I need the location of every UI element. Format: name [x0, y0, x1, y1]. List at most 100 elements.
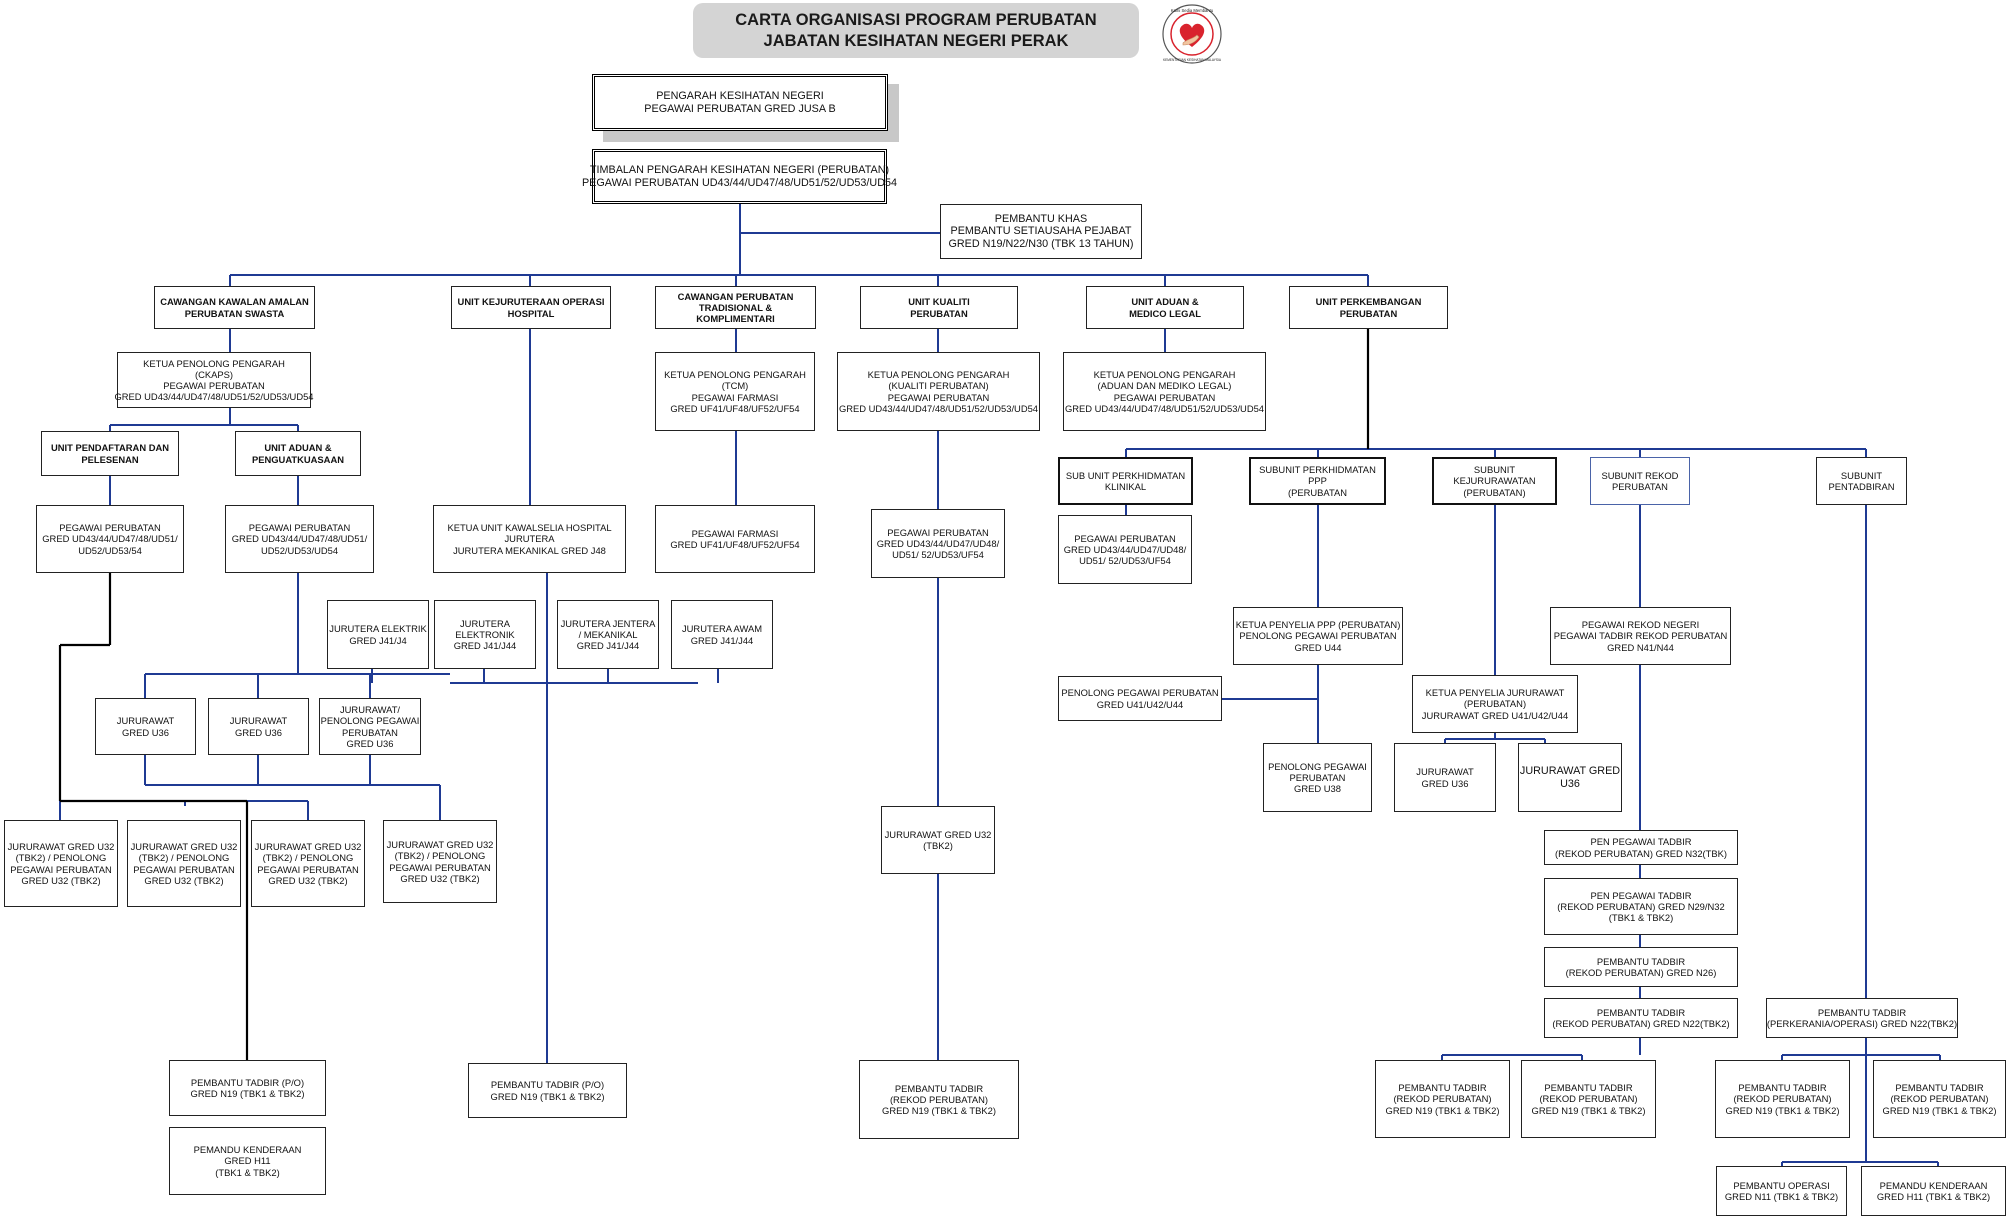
node-jr-u32-b-line1: JURURAWAT GRED U32 — [130, 841, 238, 853]
node-u-kejuruteraan-line2: HOSPITAL — [507, 307, 555, 319]
node-jr-u32-kualiti: JURURAWAT GRED U32 (TBK2) — [881, 806, 995, 874]
node-pegawai-rekod-line3: GRED N41/N44 — [1607, 641, 1674, 653]
node-pp-pendaftaran-line1: PEGAWAI PERUBATAN — [59, 522, 161, 534]
node-j-elektrik-line2: GRED J41/J4 — [349, 634, 407, 646]
node-pt-rekod-1-line2: (REKOD PERUBATAN) — [1393, 1093, 1492, 1105]
node-ketua-jururawat-line2: (PERUBATAN) — [1463, 698, 1527, 710]
node-j-elektronik-line3: GRED J41/J44 — [453, 640, 517, 652]
node-pemandu-pentadbiran: PEMANDU KENDERAAN GRED H11 (TBK1 & TBK2) — [1861, 1166, 2006, 1216]
node-pen-pt-n29-line1: PEN PEGAWAI TADBIR — [1590, 889, 1692, 901]
node-pt-rekod-kualiti: PEMBANTU TADBIR (REKOD PERUBATAN) GRED N… — [859, 1060, 1019, 1139]
node-pp-kualiti-line2: GRED UD43/44/UD47/UD48/ — [876, 537, 1000, 549]
node-pt-n22-operasi-line2: (PERKERANIA/OPERASI) GRED N22(TBK2) — [1766, 1018, 1958, 1029]
node-cw-tradisional-line2: TRADISIONAL & — [698, 301, 773, 313]
node-u-pendaftaran-line2: PELESENAN — [81, 453, 139, 465]
node-pembantu-khas-line2: PEMBANTU SETIAUSAHA PEJABAT — [950, 225, 1132, 238]
node-kpp-aduan: KETUA PENOLONG PENGARAH (ADUAN DAN MEDIK… — [1063, 352, 1266, 431]
node-jr-u32-a-line2: (TBK2) / PENOLONG — [15, 852, 107, 864]
node-ketua-kawalselia: KETUA UNIT KAWALSELIA HOSPITAL JURUTERA … — [433, 505, 626, 573]
node-sub-pentadbiran-line2: PENTADBIRAN — [1828, 481, 1895, 492]
node-pt-rekod-4-line3: GRED N19 (TBK1 & TBK2) — [1882, 1104, 1997, 1116]
node-sub-kejururawatan-line2: KEJURURAWATAN — [1453, 475, 1536, 487]
node-u-kejuruteraan: UNIT KEJURUTERAAN OPERASI HOSPITAL — [451, 286, 611, 329]
node-ketua-jururawat-line3: JURURAWAT GRED U41/U42/U44 — [1421, 709, 1569, 721]
node-pen-pt-n32: PEN PEGAWAI TADBIR (REKOD PERUBATAN) GRE… — [1544, 830, 1738, 865]
node-kpp-kualiti-line3: PEGAWAI PERUBATAN — [887, 391, 990, 403]
node-jr-u36-b-line1: JURURAWAT — [229, 715, 288, 727]
node-kpp-kualiti-line2: (KUALITI PERUBATAN) — [888, 380, 989, 392]
node-pen-pt-n32-line2: (REKOD PERUBATAN) GRED N32(TBK) — [1554, 847, 1728, 859]
node-sub-rekod: SUBUNIT REKOD PERUBATAN — [1590, 457, 1690, 505]
node-u-perkembangan-line2: PERUBATAN — [1339, 307, 1398, 319]
node-jr-u36-c-line2: GRED U36 — [1421, 777, 1469, 789]
node-ppp-u38: PENOLONG PEGAWAI PERUBATAN GRED U38 — [1263, 743, 1372, 812]
node-kpp-kualiti-line1: KETUA PENOLONG PENGARAH — [867, 369, 1010, 381]
node-ketua-jururawat-line1: KETUA PENYELIA JURURAWAT — [1425, 687, 1565, 699]
chart-title: CARTA ORGANISASI PROGRAM PERUBATAN JABAT… — [693, 3, 1139, 58]
node-ketua-jururawat: KETUA PENYELIA JURURAWAT (PERUBATAN) JUR… — [1412, 675, 1578, 733]
node-u-kualiti-line1: UNIT KUALITI — [908, 296, 970, 308]
node-jr-u32-b-line4: GRED U32 (TBK2) — [144, 874, 224, 886]
node-jr-u32-c-line4: GRED U32 (TBK2) — [268, 874, 348, 886]
node-pt-rekod-4-line2: (REKOD PERUBATAN) — [1890, 1093, 1989, 1105]
node-u-kualiti: UNIT KUALITI PERUBATAN — [860, 286, 1018, 329]
node-jr-u32-b-line2: (TBK2) / PENOLONG — [138, 852, 230, 864]
node-pen-pt-n29-line3: (TBK1 & TBK2) — [1608, 912, 1674, 924]
node-jr-u36-d-line2: U36 — [1560, 777, 1580, 790]
svg-text:KEMENTERIAN KESIHATAN MALAYSIA: KEMENTERIAN KESIHATAN MALAYSIA — [1163, 58, 1222, 62]
node-pt-n26-line2: (REKOD PERUBATAN) GRED N26) — [1565, 967, 1717, 978]
node-pemandu-pentadbiran-line1: PEMANDU KENDERAAN — [1879, 1179, 1988, 1191]
node-pembantu-operasi: PEMBANTU OPERASI GRED N11 (TBK1 & TBK2) — [1716, 1166, 1847, 1216]
node-tcm: KETUA PENOLONG PENGARAH (TCM) PEGAWAI FA… — [655, 352, 815, 431]
node-tcm-line2: (TCM) — [721, 380, 749, 392]
node-u-aduan-medico-line1: UNIT ADUAN & — [1131, 296, 1199, 308]
node-sub-klinikal-line2: KLINIKAL — [1104, 481, 1147, 492]
node-jr-u36-d-line1: JURURAWAT GRED — [1519, 765, 1621, 777]
node-j-jentera-line2: / MEKANIKAL — [578, 628, 638, 640]
node-pengarah: PENGARAH KESIHATAN NEGERI PEGAWAI PERUBA… — [592, 74, 888, 131]
node-ckaps: KETUA PENOLONG PENGARAH (CKAPS) PEGAWAI … — [114, 352, 314, 408]
node-pembantu-khas-line1: PEMBANTU KHAS — [994, 212, 1088, 225]
node-u-aduan-medico: UNIT ADUAN & MEDICO LEGAL — [1086, 286, 1244, 329]
node-pegawai-rekod-line2: PEGAWAI TADBIR REKOD PERUBATAN — [1553, 630, 1728, 642]
node-j-elektronik: JURUTERA ELEKTRONIK GRED J41/J44 — [434, 600, 536, 669]
node-timbalan-line2: PEGAWAI PERUBATAN UD43/44/UD47/48/UD51/5… — [581, 176, 898, 189]
node-jr-u32-a-line3: PEGAWAI PERUBATAN — [10, 863, 112, 875]
node-pt-rekod-3-line3: GRED N19 (TBK1 & TBK2) — [1725, 1104, 1840, 1116]
node-pen-pt-n29: PEN PEGAWAI TADBIR (REKOD PERUBATAN) GRE… — [1544, 878, 1738, 935]
node-j-awam-line1: JURUTERA AWAM — [681, 623, 763, 635]
chart-title-line1: CARTA ORGANISASI PROGRAM PERUBATAN — [735, 10, 1097, 29]
node-cw-swasta: CAWANGAN KAWALAN AMALAN PERUBATAN SWASTA — [154, 286, 315, 329]
node-pt-rekod-kualiti-line1: PEMBANTU TADBIR — [894, 1082, 984, 1094]
node-pt-rekod-1-line3: GRED N19 (TBK1 & TBK2) — [1385, 1104, 1500, 1116]
svg-text:Kami Sedia Membantu: Kami Sedia Membantu — [1171, 8, 1214, 13]
node-kpp-aduan-line2: (ADUAN DAN MEDIKO LEGAL) — [1097, 380, 1232, 392]
node-sub-klinikal: SUB UNIT PERKHIDMATAN KLINIKAL — [1058, 457, 1193, 505]
node-pt-n22-rekod-line1: PEMBANTU TADBIR — [1596, 1006, 1686, 1018]
node-pf-tradisional: PEGAWAI FARMASI GRED UF41/UF48/UF52/UF54 — [655, 505, 815, 573]
node-sub-kejururawatan: SUBUNIT KEJURURAWATAN (PERUBATAN) — [1432, 457, 1557, 505]
node-jr-u32-d-line2: (TBK2) / PENOLONG — [394, 850, 486, 862]
node-jr-u32-d: JURURAWAT GRED U32 (TBK2) / PENOLONG PEG… — [383, 820, 497, 903]
node-j-jentera-line3: GRED J41/J44 — [576, 640, 640, 652]
node-jr-ppp-u36-line1: JURURAWAT/ — [339, 704, 401, 716]
node-u-perkembangan-line1: UNIT PERKEMBANGAN — [1315, 296, 1422, 308]
node-cw-tradisional-line3: KOMPLIMENTARI — [696, 313, 775, 325]
node-pen-pt-n29-line2: (REKOD PERUBATAN) GRED N29/N32 — [1557, 900, 1725, 912]
node-pt-po-swasta-line2: GRED N19 (TBK1 & TBK2) — [190, 1088, 305, 1099]
node-ketua-ppp: KETUA PENYELIA PPP (PERUBATAN) PENOLONG … — [1233, 607, 1403, 665]
node-pf-tradisional-line2: GRED UF41/UF48/UF52/UF54 — [670, 539, 800, 550]
node-pp-aduan: PEGAWAI PERUBATAN GRED UD43/44/UD47/48/U… — [225, 505, 374, 573]
node-ketua-kawalselia-line1: KETUA UNIT KAWALSELIA HOSPITAL — [447, 522, 612, 534]
node-jr-u32-a-line1: JURURAWAT GRED U32 — [7, 841, 115, 853]
node-cw-swasta-line2: PERUBATAN SWASTA — [184, 307, 285, 319]
node-jr-ppp-u36-line4: GRED U36 — [346, 737, 394, 749]
ministry-of-health-logo: Kami Sedia Membantu KEMENTERIAN KESIHATA… — [1162, 4, 1222, 64]
node-pp-aduan-line2: GRED UD43/44/UD47/48/UD51/ — [231, 533, 368, 545]
node-jr-u36-a-line1: JURURAWAT — [116, 715, 175, 727]
node-jr-u32-d-line4: GRED U32 (TBK2) — [400, 872, 480, 884]
node-pp-kualiti-line3: UD51/ 52/UD53/UF54 — [892, 549, 984, 561]
node-ppp-u38-line1: PENOLONG PEGAWAI — [1268, 760, 1367, 772]
node-j-elektronik-line2: ELEKTRONIK — [455, 628, 515, 640]
